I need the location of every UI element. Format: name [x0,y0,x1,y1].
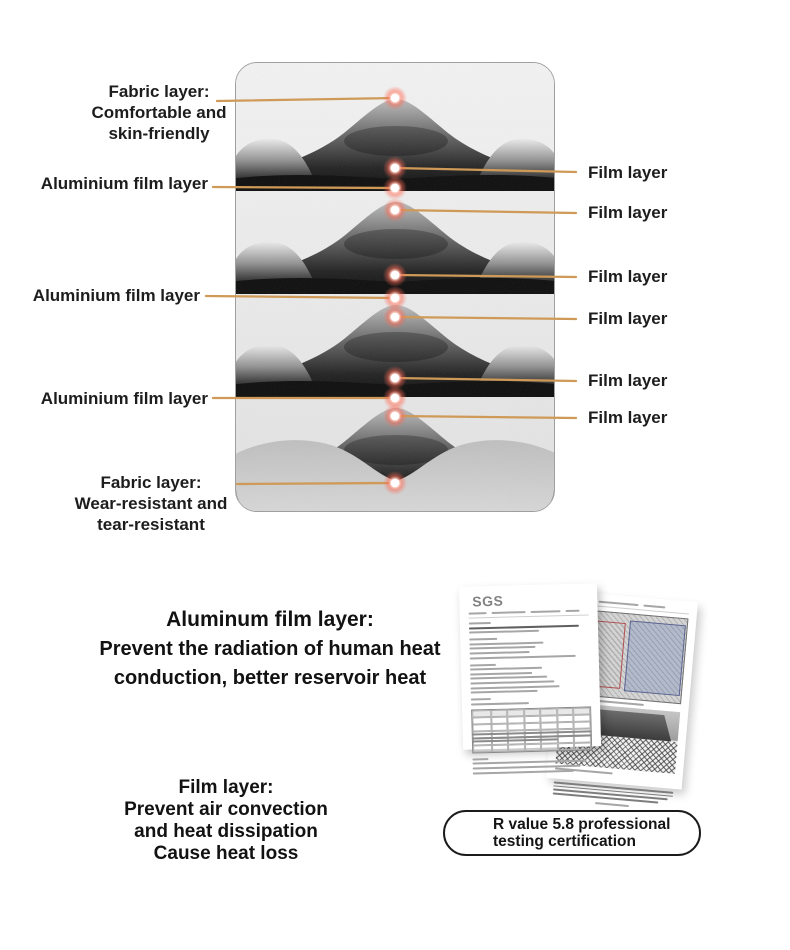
aluminum-film-line-2: conduction, better reservoir heat [113,667,427,689]
label-line: Aluminium film layer [40,389,208,408]
film-layer-description: Film layer: Prevent air convection and h… [60,777,392,865]
label-film-layer-6: Film layer [588,408,668,427]
placeholder-text-block [468,609,589,619]
blue-sample-outline [623,620,686,697]
placeholder-text-block [472,755,592,775]
aluminum-film-title: Aluminum film layer: [166,608,374,631]
label-line: Fabric layer: [100,473,202,492]
label-line: Fabric layer: [108,82,210,101]
label-fabric-layer-bottom: Fabric layer: Wear-resistant and tear-re… [68,472,234,535]
label-film-layer-3: Film layer [588,267,668,286]
placeholder-text-block [469,661,591,694]
aluminum-film-line-1: Prevent the radiation of human heat [99,638,441,660]
badge-line-2: testing certification [493,833,636,850]
label-line: tear-resistant [97,515,205,534]
film-layer-line-2: and heat dissipation [134,821,318,842]
aluminum-film-description: Aluminum film layer: Prevent the radiati… [58,607,482,693]
label-fabric-layer-top: Fabric layer: Comfortable and skin-frien… [80,81,238,144]
label-aluminium-film-2: Aluminium film layer [10,285,200,306]
placeholder-text-block [552,781,674,804]
mattress-cross-section-photo [235,62,555,512]
label-line: Aluminium film layer [40,174,208,193]
placeholder-text-block [468,619,589,634]
label-film-layer-4: Film layer [588,309,668,328]
certificate-page-1: SGS [458,583,602,775]
results-table [471,706,593,754]
badge-line-1: R value 5.8 professional [493,815,671,833]
placeholder-text-block [469,636,589,660]
placeholder-text-block [594,801,630,807]
label-film-layer-5: Film layer [588,371,668,390]
label-line: Comfortable and [91,103,227,122]
label-aluminium-film-1: Aluminium film layer [18,173,208,194]
placeholder-text-block [470,698,491,701]
label-line: Wear-resistant and [74,494,228,513]
mattress-layers-illustration [236,63,554,511]
placeholder-text-block [470,701,529,706]
film-layer-line-1: Prevent air convection [124,799,328,820]
label-line: skin-friendly [108,124,210,143]
r-value-badge: R value 5.8 professional testing certifi… [443,810,701,856]
label-line: Aluminium film layer [32,286,200,305]
label-aluminium-film-3: Aluminium film layer [18,388,208,409]
film-layer-title: Film layer: [178,777,274,798]
film-layer-line-3: Cause heat loss [153,843,299,864]
sgs-logo: SGS [472,592,504,610]
label-film-layer-2: Film layer [588,203,668,222]
label-film-layer-1: Film layer [588,163,668,182]
